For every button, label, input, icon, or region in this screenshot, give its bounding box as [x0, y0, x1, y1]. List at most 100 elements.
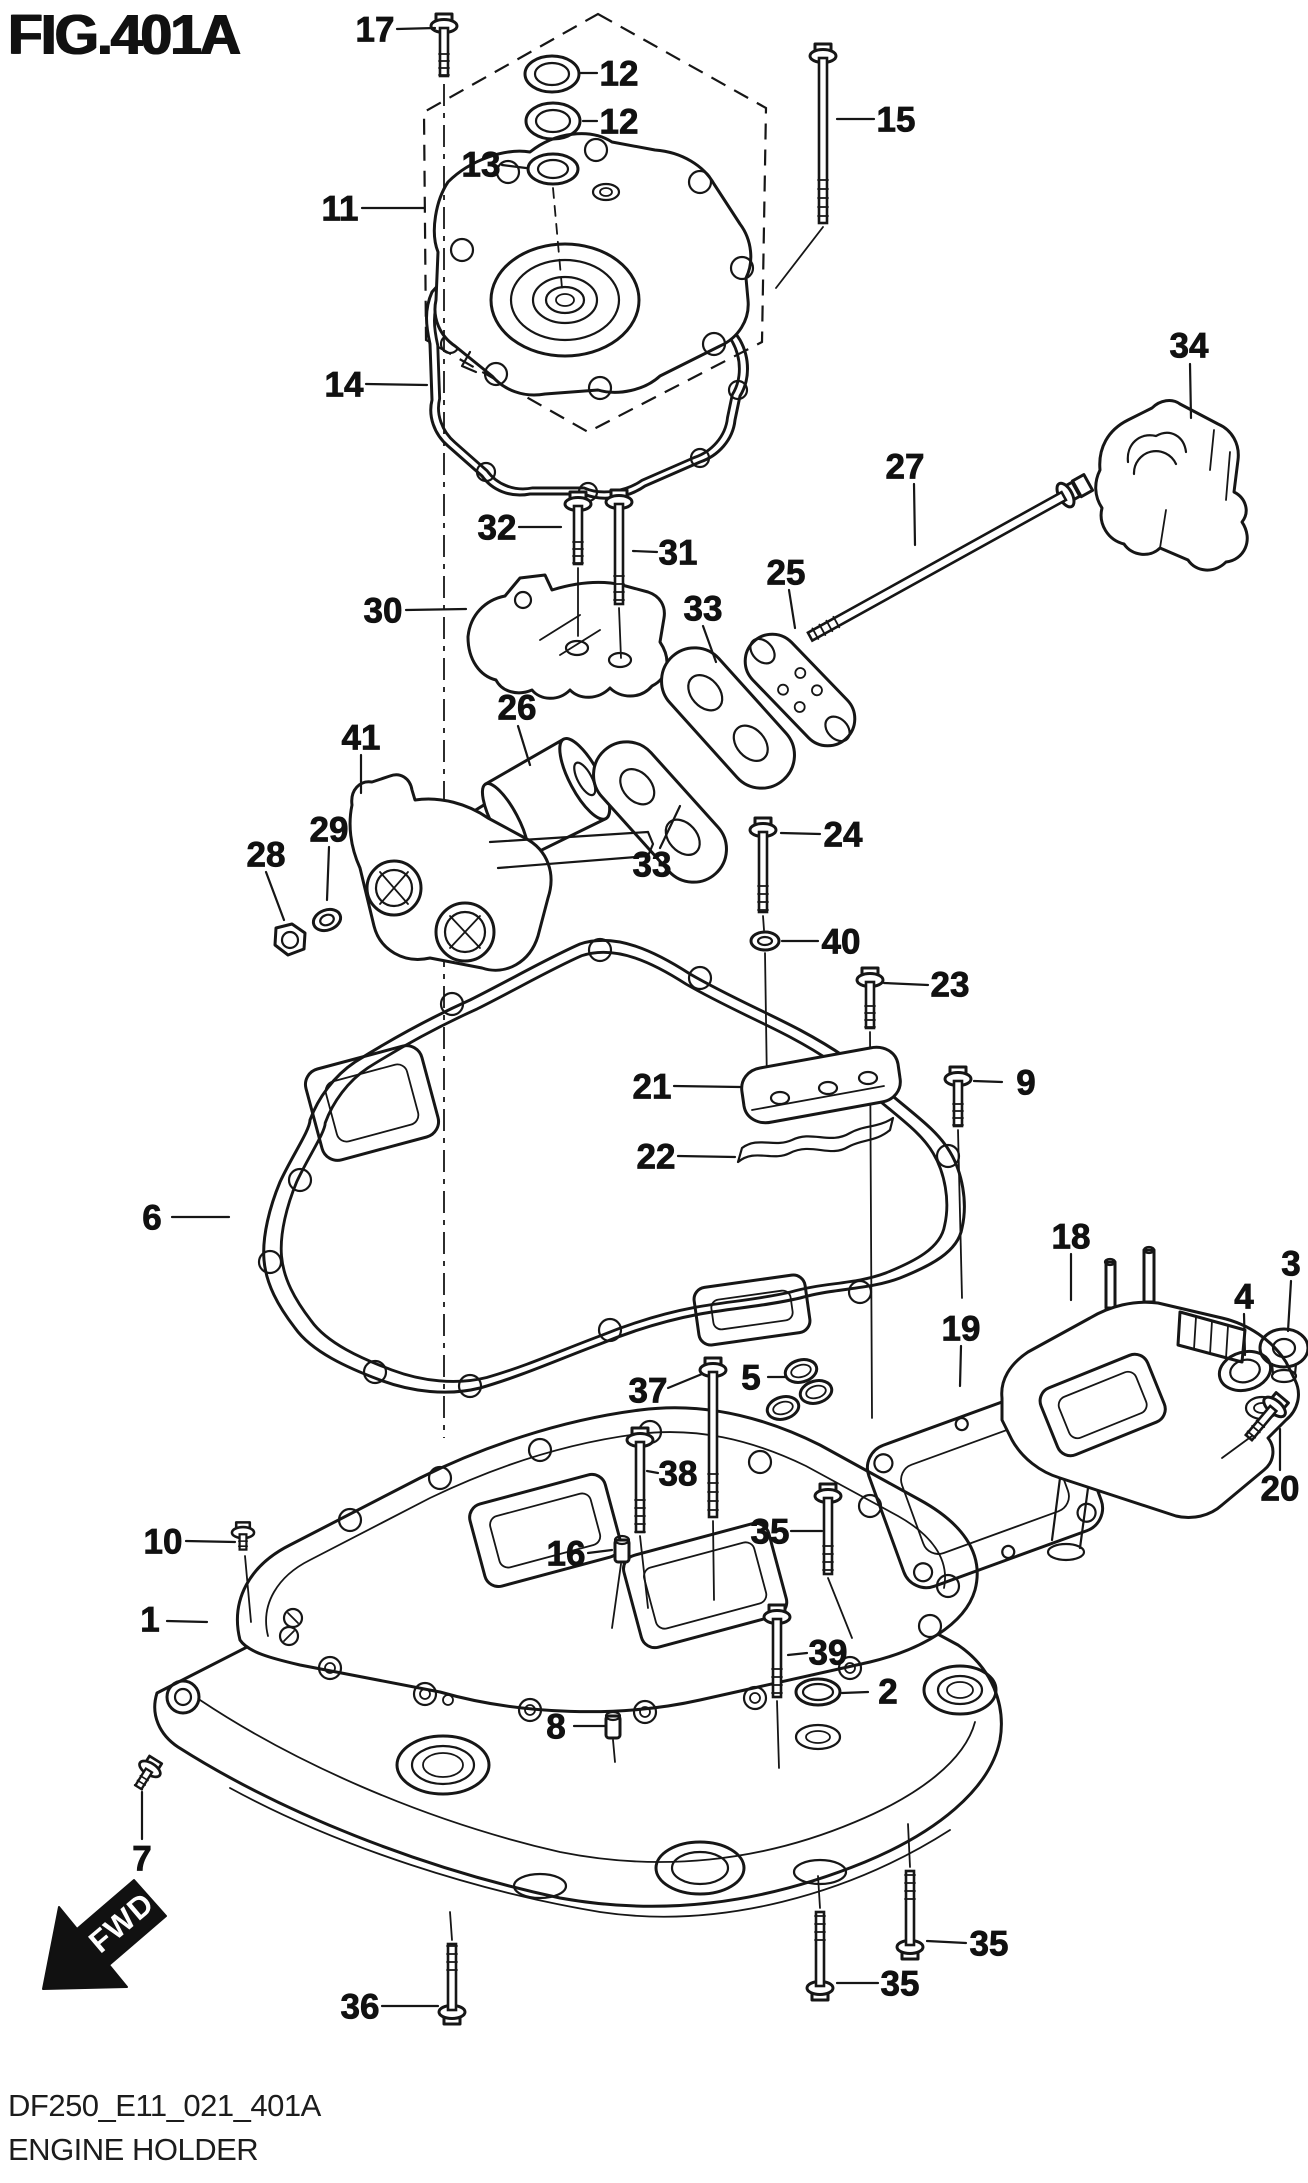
part-17-bolt — [429, 12, 459, 78]
callout-37[interactable]: 37 — [628, 1371, 668, 1411]
part-16-dowel-pin — [611, 1534, 631, 1629]
callout-18[interactable]: 18 — [1051, 1217, 1091, 1257]
callout-2[interactable]: 2 — [878, 1672, 898, 1712]
callout-35-b[interactable]: 35 — [969, 1924, 1009, 1964]
callout-33-b[interactable]: 33 — [632, 845, 672, 885]
leader-16 — [586, 1548, 614, 1555]
callout-19[interactable]: 19 — [941, 1309, 981, 1349]
callout-36[interactable]: 36 — [340, 1987, 380, 2027]
part-8-dowel-pin — [604, 1710, 622, 1763]
leader-21 — [672, 1084, 742, 1089]
leader-28 — [264, 870, 286, 922]
callout-27[interactable]: 27 — [885, 447, 925, 487]
part-21-bracket — [740, 1045, 902, 1125]
callout-35-c[interactable]: 35 — [880, 1964, 920, 2004]
leader-2 — [840, 1690, 870, 1695]
part-1-engine-holder-body — [153, 1406, 1003, 1918]
leader-1 — [165, 1619, 209, 1624]
part-39-bolt — [762, 1603, 792, 1769]
callout-7[interactable]: 7 — [132, 1839, 152, 1879]
callout-33-a[interactable]: 33 — [683, 589, 723, 629]
leader-3 — [1286, 1279, 1293, 1333]
callout-28[interactable]: 28 — [246, 835, 286, 875]
part-10-plug — [230, 1521, 256, 1623]
part-35-bolt-b — [895, 1823, 925, 1961]
part-24-bolt — [748, 816, 778, 1087]
callout-29[interactable]: 29 — [309, 810, 349, 850]
callout-10[interactable]: 10 — [143, 1522, 183, 1562]
callout-3[interactable]: 3 — [1281, 1244, 1301, 1284]
callout-21[interactable]: 21 — [632, 1067, 672, 1107]
part-7-plug — [133, 1752, 167, 1791]
leader-30 — [404, 607, 468, 612]
drawing-title: ENGINE HOLDER — [8, 2132, 259, 2167]
callout-31[interactable]: 31 — [658, 533, 698, 573]
leader-33-b — [658, 804, 682, 850]
leader-29 — [325, 845, 331, 902]
cover-panel-outline — [422, 12, 768, 434]
leader-37 — [666, 1372, 704, 1390]
callout-41[interactable]: 41 — [341, 718, 381, 758]
leader-19 — [958, 1344, 963, 1388]
part-12-seal-lower — [524, 101, 582, 141]
callout-38[interactable]: 38 — [658, 1454, 698, 1494]
callout-34[interactable]: 34 — [1169, 326, 1209, 366]
leader-14 — [364, 382, 429, 387]
callout-14[interactable]: 14 — [324, 365, 364, 405]
leader-17 — [395, 26, 437, 31]
callout-35-a[interactable]: 35 — [750, 1512, 790, 1552]
leader-10 — [184, 1539, 237, 1544]
leader-13 — [500, 163, 528, 170]
part-2-o-ring — [794, 1677, 842, 1707]
leader-22 — [676, 1154, 737, 1159]
callout-4[interactable]: 4 — [1234, 1277, 1255, 1317]
leader-23 — [882, 981, 930, 987]
callout-13[interactable]: 13 — [461, 145, 501, 185]
callout-5[interactable]: 5 — [741, 1358, 761, 1398]
part-35-bolt-a — [813, 1482, 853, 1639]
callout-24[interactable]: 24 — [823, 815, 863, 855]
callout-20[interactable]: 20 — [1260, 1469, 1300, 1509]
callout-39[interactable]: 39 — [808, 1633, 848, 1673]
callout-1[interactable]: 1 — [140, 1600, 160, 1640]
callout-9[interactable]: 9 — [1016, 1063, 1036, 1103]
callout-32[interactable]: 32 — [477, 508, 517, 548]
part-30-mount-bracket-upper — [466, 573, 669, 700]
callout-26[interactable]: 26 — [497, 688, 537, 728]
leader-24 — [779, 831, 822, 836]
callout-16[interactable]: 16 — [546, 1534, 586, 1574]
leader-26 — [516, 724, 532, 767]
callout-22[interactable]: 22 — [636, 1137, 676, 1177]
callout-25[interactable]: 25 — [766, 553, 806, 593]
callout-40[interactable]: 40 — [821, 922, 861, 962]
figure-title: FIG.401A — [8, 3, 241, 67]
leader-layer — [140, 26, 1293, 2008]
part-5-o-rings — [765, 1358, 834, 1421]
callout-8[interactable]: 8 — [546, 1707, 566, 1747]
part-11-engine-cover — [432, 132, 755, 401]
callout-12-a[interactable]: 12 — [599, 54, 639, 94]
part-15-bolt — [775, 42, 838, 289]
callout-17[interactable]: 17 — [355, 10, 395, 50]
part-41-holder-bracket — [348, 773, 655, 972]
callout-11[interactable]: 11 — [321, 189, 359, 229]
drawing-code: DF250_E11_021_401A — [8, 2088, 321, 2123]
part-23-bolt — [855, 966, 885, 1419]
part-20-bolt — [1221, 1387, 1294, 1459]
part-31-bolt — [604, 488, 634, 659]
part-35-bolt-c — [805, 1875, 835, 2002]
part-38-bolt — [625, 1426, 655, 1609]
callout-15[interactable]: 15 — [876, 100, 916, 140]
leader-38 — [645, 1469, 660, 1475]
leader-39 — [786, 1651, 809, 1657]
leader-34 — [1188, 362, 1193, 420]
part-12-seal-upper — [523, 54, 581, 94]
callout-12-b[interactable]: 12 — [599, 102, 639, 142]
callout-30[interactable]: 30 — [363, 591, 403, 631]
callout-23[interactable]: 23 — [930, 965, 970, 1005]
part-22-gasket — [736, 1116, 895, 1164]
callout-6[interactable]: 6 — [142, 1198, 162, 1238]
part-9-bolt — [943, 1065, 973, 1299]
